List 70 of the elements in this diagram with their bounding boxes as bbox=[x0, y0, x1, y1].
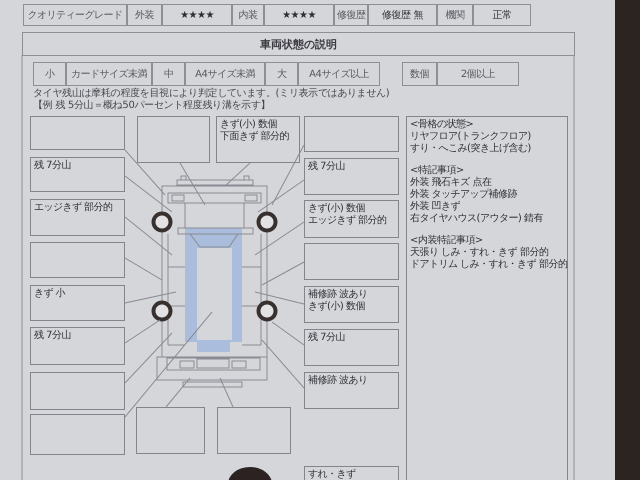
condition-note: すれ・きず bbox=[308, 469, 356, 480]
size-label: 中 bbox=[152, 62, 185, 86]
note-text: 【例 残 5分山＝概ね50パーセント程度残り溝を示す】 bbox=[33, 100, 270, 112]
category-label: 内装 bbox=[232, 4, 264, 26]
blank-note-box bbox=[30, 116, 125, 150]
remarks-line: 外装 凹きず bbox=[410, 201, 460, 213]
grade-heading: クオリティーグレード bbox=[23, 4, 127, 26]
blank-note-box bbox=[304, 116, 399, 152]
size-description: A4サイズ以上 bbox=[298, 62, 380, 86]
status-value: 正常 bbox=[473, 4, 531, 26]
remarks-line: 右タイヤハウス(アウター) 錆有 bbox=[410, 213, 543, 225]
leader-line bbox=[124, 150, 166, 196]
star-rating: ★★★★ bbox=[162, 4, 232, 26]
blank-note-box bbox=[136, 407, 205, 454]
condition-note-box bbox=[304, 372, 399, 409]
size-description: カードサイズ未満 bbox=[66, 62, 152, 86]
remarks-line: リヤフロア(トランクフロア) bbox=[410, 131, 531, 142]
condition-note: エッジきず 部分的 bbox=[308, 215, 387, 227]
remarks-line: 天張り しみ・すれ・きず 部分的 bbox=[410, 247, 548, 258]
remarks-line: すり・へこみ(突き上げ含む) bbox=[410, 143, 531, 155]
remarks-line: <骨格の状態> bbox=[410, 119, 474, 131]
condition-note: 補修跡 波あり bbox=[308, 289, 368, 300]
condition-note: 残 7分山 bbox=[308, 161, 346, 173]
size-label: 小 bbox=[33, 62, 66, 86]
blank-note-box bbox=[217, 407, 291, 454]
section-heading: 車両状態の説明 bbox=[22, 32, 575, 56]
condition-note: エッジきず 部分的 bbox=[34, 202, 113, 214]
condition-note-box bbox=[304, 158, 399, 195]
category-label: 外装 bbox=[127, 4, 162, 26]
remarks-panel bbox=[406, 116, 568, 480]
blank-note-box bbox=[30, 372, 125, 410]
leader-line bbox=[124, 258, 162, 280]
condition-note-box bbox=[216, 116, 300, 163]
remarks-line: <内装特記事項> bbox=[410, 235, 483, 247]
condition-note-box bbox=[30, 157, 125, 192]
remarks-line: <特記事項> bbox=[410, 165, 464, 176]
size-description: A4サイズ未満 bbox=[185, 62, 265, 86]
condition-note: 下面きず 部分的 bbox=[220, 131, 290, 143]
category-label: 機関 bbox=[437, 4, 473, 26]
blank-note-box bbox=[30, 242, 125, 278]
condition-note: きず 小 bbox=[34, 288, 66, 300]
leader-line bbox=[124, 320, 160, 344]
condition-note: 残 7分山 bbox=[308, 332, 346, 344]
condition-note-box bbox=[304, 329, 399, 366]
star-rating: ★★★★ bbox=[264, 4, 334, 26]
condition-note: きず(小) 数個 bbox=[220, 119, 277, 130]
count-description: 2個以上 bbox=[437, 62, 519, 86]
condition-note-box bbox=[30, 327, 125, 365]
condition-note: きず(小) 数個 bbox=[308, 203, 365, 214]
category-label: 修復歴 bbox=[334, 4, 368, 26]
status-value: 修復歴 無 bbox=[368, 4, 437, 26]
leader-line bbox=[272, 144, 304, 206]
blank-note-box bbox=[30, 414, 125, 455]
condition-note: きず(小) 数個 bbox=[308, 301, 365, 313]
condition-note-box bbox=[30, 285, 125, 321]
condition-note: 補修跡 波あり bbox=[308, 375, 368, 387]
size-label: 大 bbox=[265, 62, 298, 86]
blank-note-box bbox=[137, 116, 210, 163]
condition-note-box bbox=[30, 199, 125, 236]
condition-note: 残 7分山 bbox=[34, 160, 72, 172]
condition-note-box bbox=[304, 466, 399, 480]
condition-note-box bbox=[304, 286, 399, 323]
leader-line bbox=[272, 322, 304, 346]
note-text: タイヤ残山は摩耗の程度を目視により判定しています。(ミリ表示ではありません) bbox=[33, 88, 390, 100]
condition-note: 残 7分山 bbox=[34, 330, 72, 342]
blank-note-box bbox=[304, 243, 399, 280]
remarks-line: 外装 タッチアップ補修跡 bbox=[410, 189, 518, 200]
count-label: 数個 bbox=[402, 62, 437, 86]
remarks-line: 外装 飛石キズ 点在 bbox=[410, 177, 492, 188]
condition-note-box bbox=[304, 200, 399, 238]
